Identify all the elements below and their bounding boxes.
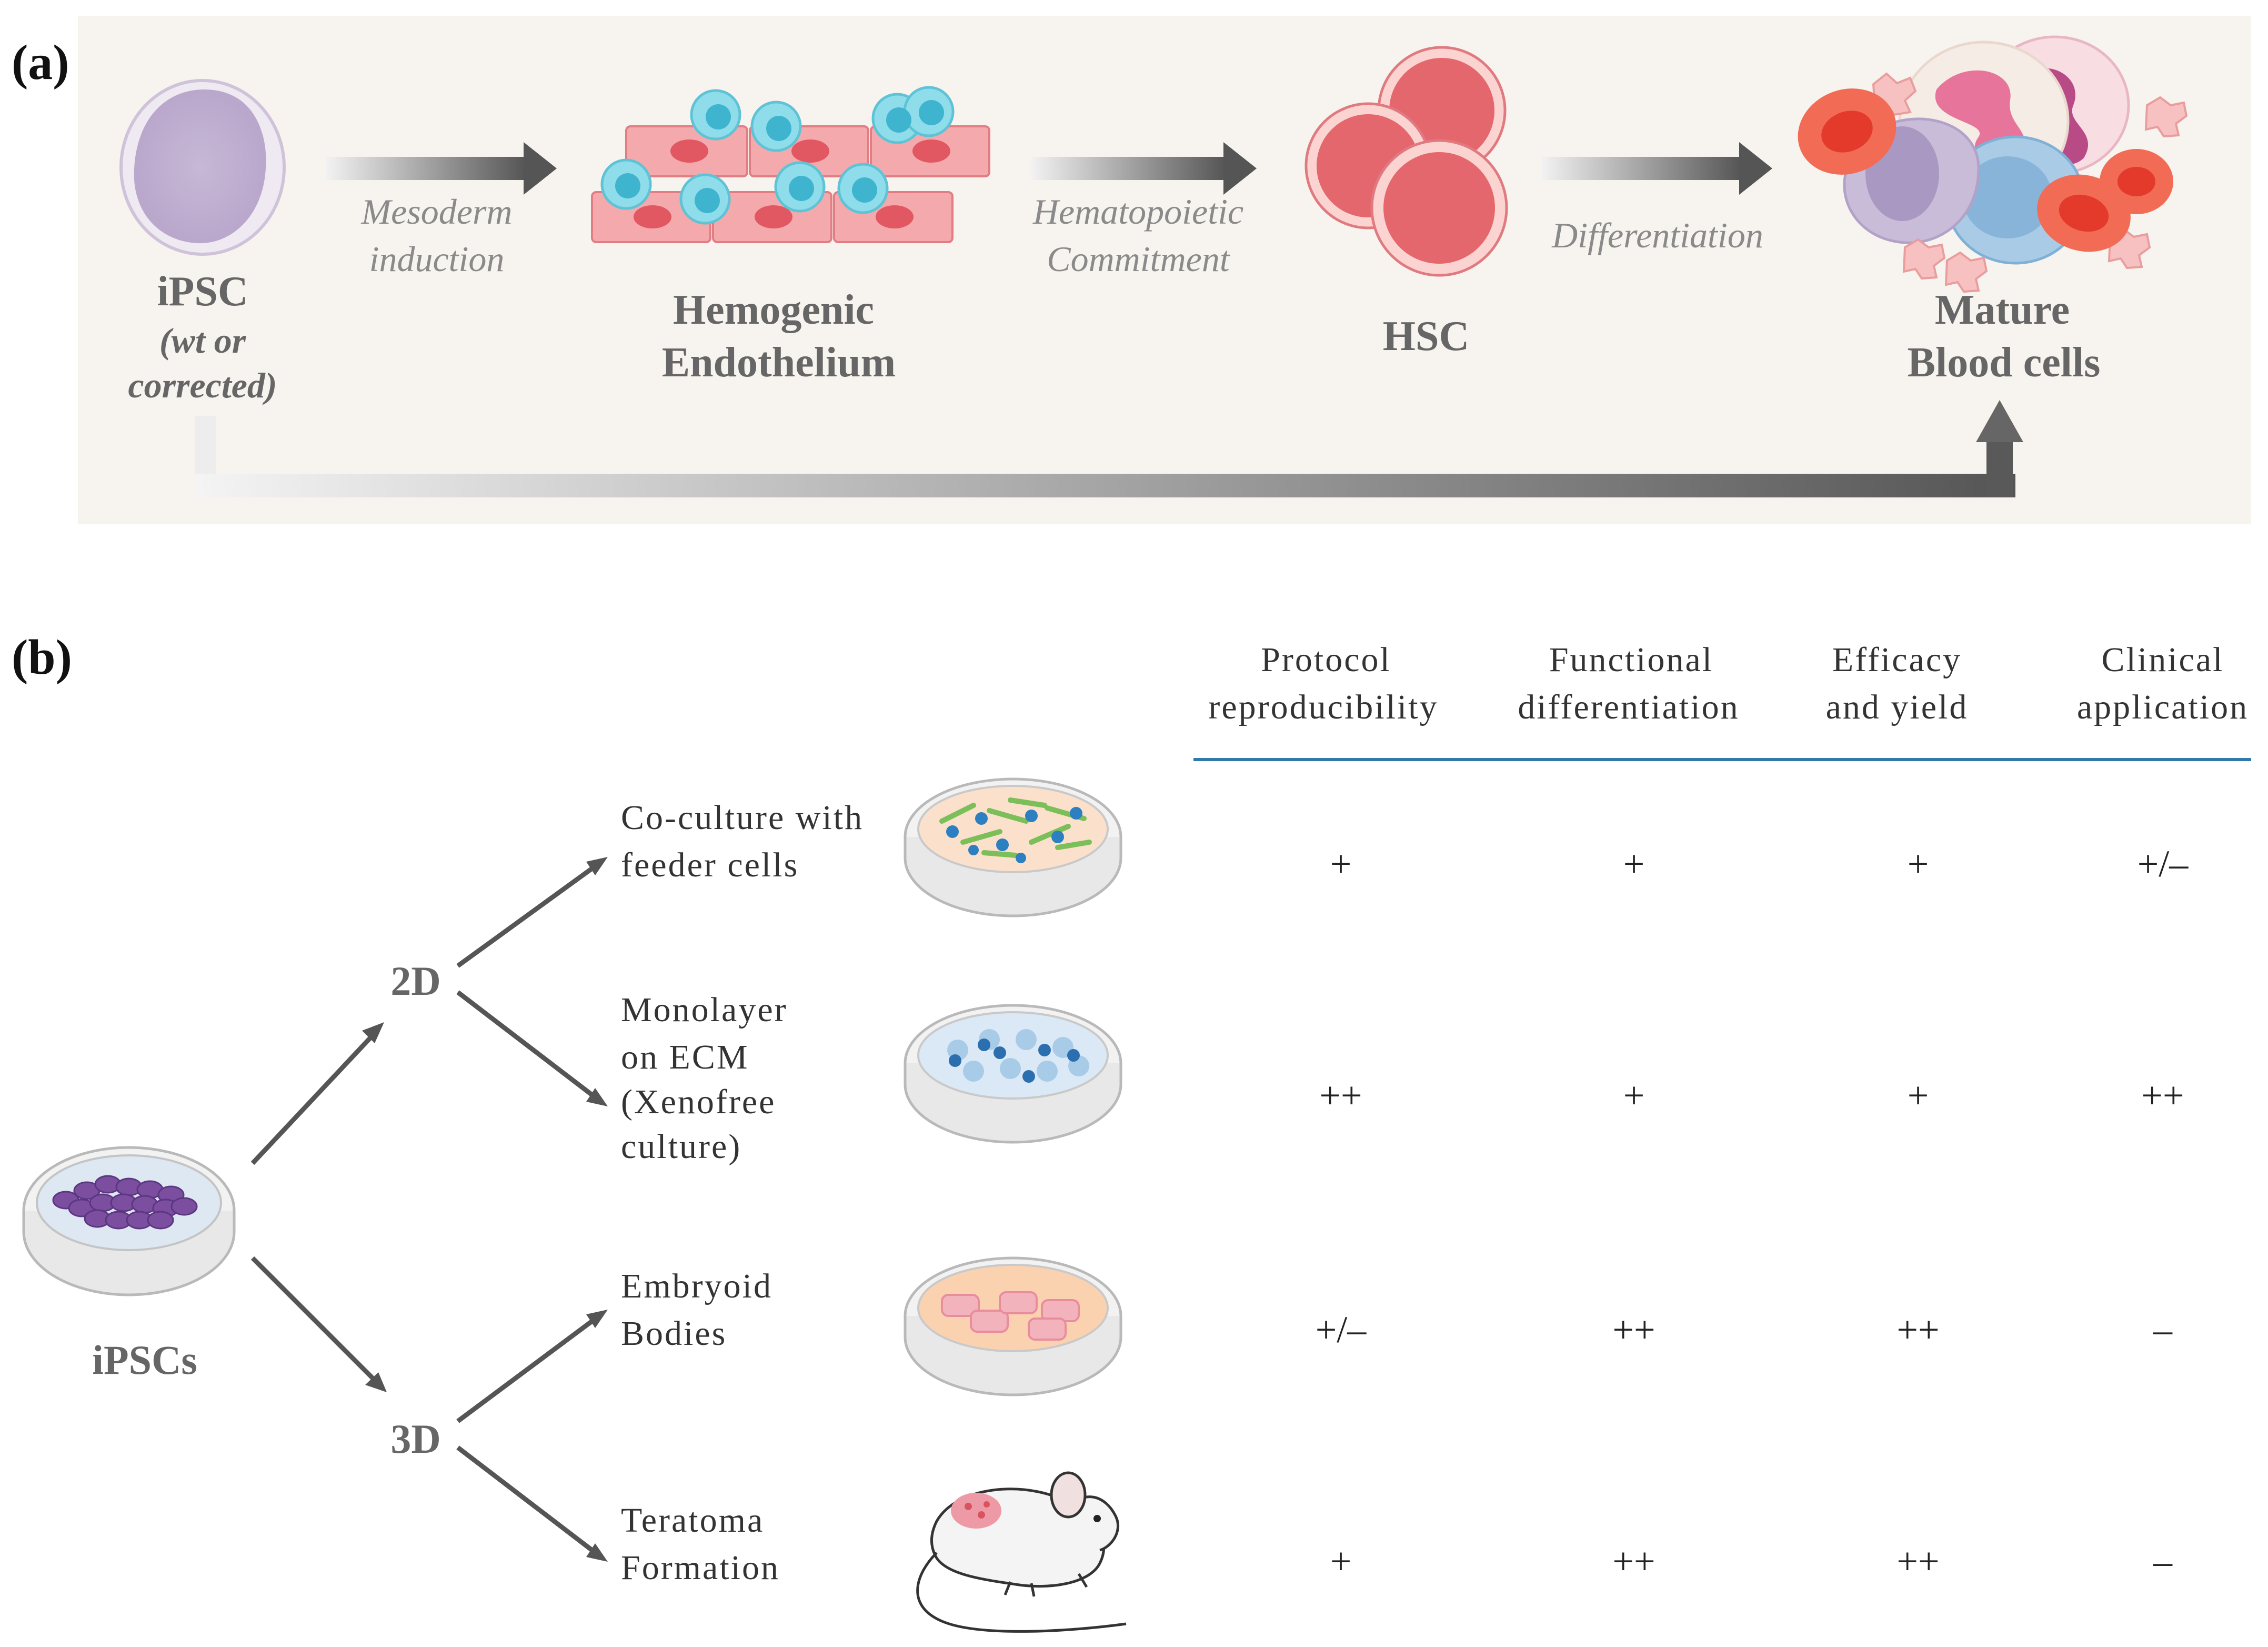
table-header-rule: [1193, 758, 2251, 761]
ipsc-dish-icon: [22, 1146, 236, 1296]
col-head-protocol-1: Protocol: [1261, 641, 1391, 679]
ipsc-subtitle-1: (wt or: [159, 321, 246, 361]
mature-title-2: Blood cells: [1908, 340, 2101, 386]
cell-r2-c3: +: [1908, 1074, 1929, 1116]
branch-2d: 2D: [390, 958, 440, 1004]
hemogenic-title-1: Hemogenic: [673, 287, 874, 333]
embryoid-dish-icon: [904, 1256, 1122, 1396]
method-embryoid-1: Embryoid: [621, 1267, 772, 1305]
source-label: iPSCs: [92, 1337, 197, 1383]
cell-r4-c2: ++: [1612, 1540, 1655, 1582]
method-coculture-2: feeder cells: [621, 846, 799, 884]
method-teratoma-2: Formation: [621, 1549, 780, 1587]
branch-arrows: [250, 866, 594, 1552]
panel-b-label: (b): [12, 630, 72, 685]
cell-r1-c2: +: [1623, 843, 1645, 885]
differentiation-arrow: [1542, 142, 1772, 195]
hsc-title: HSC: [1383, 313, 1470, 360]
cell-r1-c4: +/–: [2137, 843, 2189, 885]
cell-r4-c1: +: [1330, 1540, 1352, 1582]
mesoderm-label-1: Mesoderm: [360, 192, 512, 232]
mesoderm-label-2: induction: [369, 239, 505, 279]
cell-r3-c4: –: [2153, 1309, 2173, 1351]
method-coculture-1: Co-culture with: [621, 798, 864, 837]
method-monolayer-3: (Xenofree: [621, 1083, 776, 1121]
red-blood-cell-icon: [1798, 88, 2173, 252]
cell-r3-c2: ++: [1612, 1309, 1655, 1351]
mouse-icon: [916, 1471, 1127, 1633]
col-head-protocol-2: reproducibility: [1208, 688, 1438, 726]
method-embryoid-2: Bodies: [621, 1314, 727, 1353]
hemogenic-title-2: Endothelium: [662, 340, 896, 386]
monolayer-dish-icon: [904, 1004, 1122, 1144]
cell-r3-c3: ++: [1896, 1309, 1939, 1351]
method-monolayer-2: on ECM: [621, 1038, 749, 1076]
panel-a-label: (a): [12, 35, 69, 90]
hemogenic-endothelium-icon: [591, 86, 990, 243]
hematopoietic-arrow: [1031, 142, 1257, 195]
feeder-dish-icon: [904, 777, 1122, 917]
hematopoietic-label-2: Commitment: [1047, 239, 1231, 279]
mature-blood-cells-icon: [1798, 35, 2188, 293]
mesoderm-arrow: [326, 142, 557, 195]
cell-r4-c4: –: [2153, 1540, 2173, 1582]
branch-arrowheads: [362, 857, 608, 1562]
method-teratoma-1: Teratoma: [621, 1501, 764, 1540]
hsc-cells-icon: [1304, 46, 1508, 277]
col-head-functional-2: differentiation: [1518, 688, 1739, 726]
method-monolayer-4: culture): [621, 1127, 741, 1166]
ipsc-title: iPSC: [157, 268, 248, 315]
hematopoietic-label-1: Hematopoietic: [1032, 192, 1243, 232]
col-head-clinical-2: application: [2077, 688, 2249, 726]
col-head-functional-1: Functional: [1549, 641, 1713, 679]
cell-r3-c1: +/–: [1316, 1309, 1367, 1351]
cell-r4-c3: ++: [1896, 1540, 1939, 1582]
differentiation-label: Differentiation: [1551, 215, 1763, 255]
ipsc-cell-icon: [119, 79, 286, 256]
cell-r2-c2: +: [1623, 1074, 1645, 1116]
ipsc-subtitle-2: corrected): [128, 365, 277, 405]
cell-r1-c3: +: [1908, 843, 1929, 885]
col-head-clinical-1: Clinical: [2102, 641, 2224, 679]
branch-3d: 3D: [390, 1416, 440, 1462]
method-monolayer-1: Monolayer: [621, 991, 788, 1029]
cell-r1-c1: +: [1330, 843, 1352, 885]
comparison-table: + + + +/– ++ + + ++ +/– ++ ++ – + ++ ++ …: [1316, 843, 2189, 1582]
col-head-efficacy-2: and yield: [1826, 688, 1969, 726]
cell-r2-c4: ++: [2141, 1074, 2184, 1116]
col-head-efficacy-1: Efficacy: [1832, 641, 1962, 679]
direct-differentiation-arrow: [195, 400, 2023, 497]
cell-r2-c1: ++: [1319, 1074, 1362, 1116]
mature-title-1: Mature: [1935, 287, 2070, 333]
